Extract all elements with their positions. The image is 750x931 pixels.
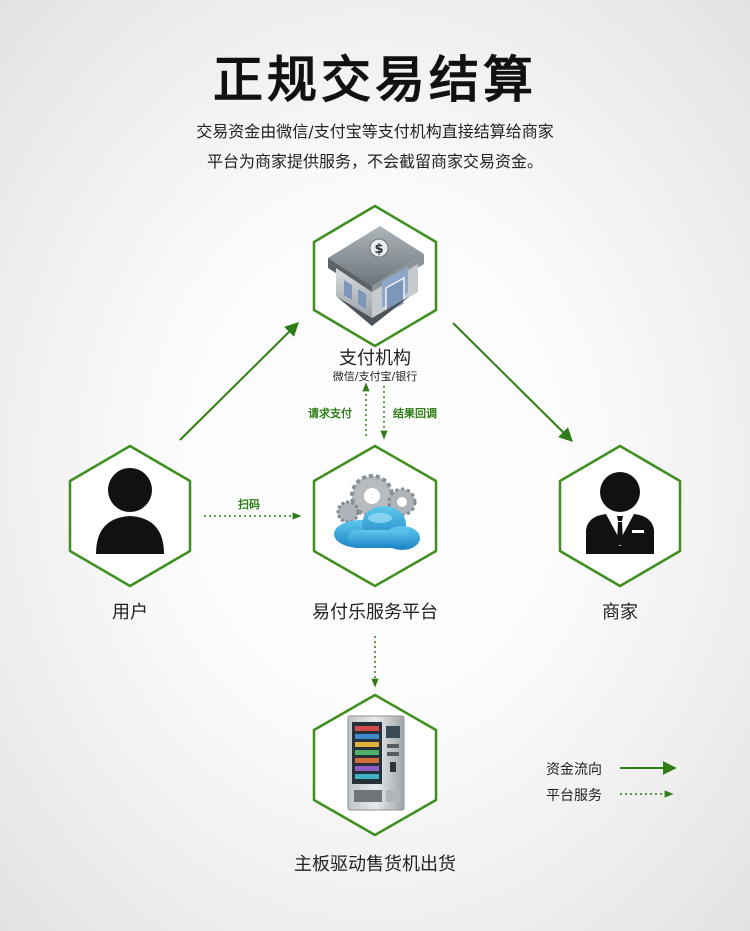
bank-icon: $ bbox=[328, 226, 424, 326]
merchant-icon bbox=[586, 472, 654, 554]
svg-text:$: $ bbox=[374, 242, 383, 257]
merchant-label: 商家 bbox=[602, 602, 638, 623]
arrow-user-to-payment bbox=[179, 322, 299, 441]
subtitle-line-2: 平台为商家提供服务，不会截留商家交易资金。 bbox=[206, 152, 543, 171]
edge-label-scan: 扫码 bbox=[238, 498, 260, 511]
cloud-gears-icon bbox=[334, 474, 420, 550]
legend-service-label: 平台服务 bbox=[546, 788, 602, 804]
payment-label: 支付机构 bbox=[339, 348, 411, 369]
subtitle-line-1: 交易资金由微信/支付宝等支付机构直接结算给商家 bbox=[196, 122, 554, 141]
edge-label-callback: 结果回调 bbox=[393, 407, 437, 420]
edge-label-request: 请求支付 bbox=[308, 407, 352, 420]
payment-sublabel: 微信/支付宝/银行 bbox=[332, 370, 418, 383]
machine-label: 主板驱动售货机出货 bbox=[294, 854, 456, 875]
user-icon bbox=[96, 468, 164, 554]
legend-funds-label: 资金流向 bbox=[546, 762, 602, 778]
platform-label: 易付乐服务平台 bbox=[312, 602, 438, 623]
page-title: 正规交易结算 bbox=[213, 51, 537, 109]
user-label: 用户 bbox=[112, 602, 148, 623]
vending-machine-icon bbox=[347, 715, 405, 811]
arrow-payment-to-merchant bbox=[452, 322, 573, 442]
